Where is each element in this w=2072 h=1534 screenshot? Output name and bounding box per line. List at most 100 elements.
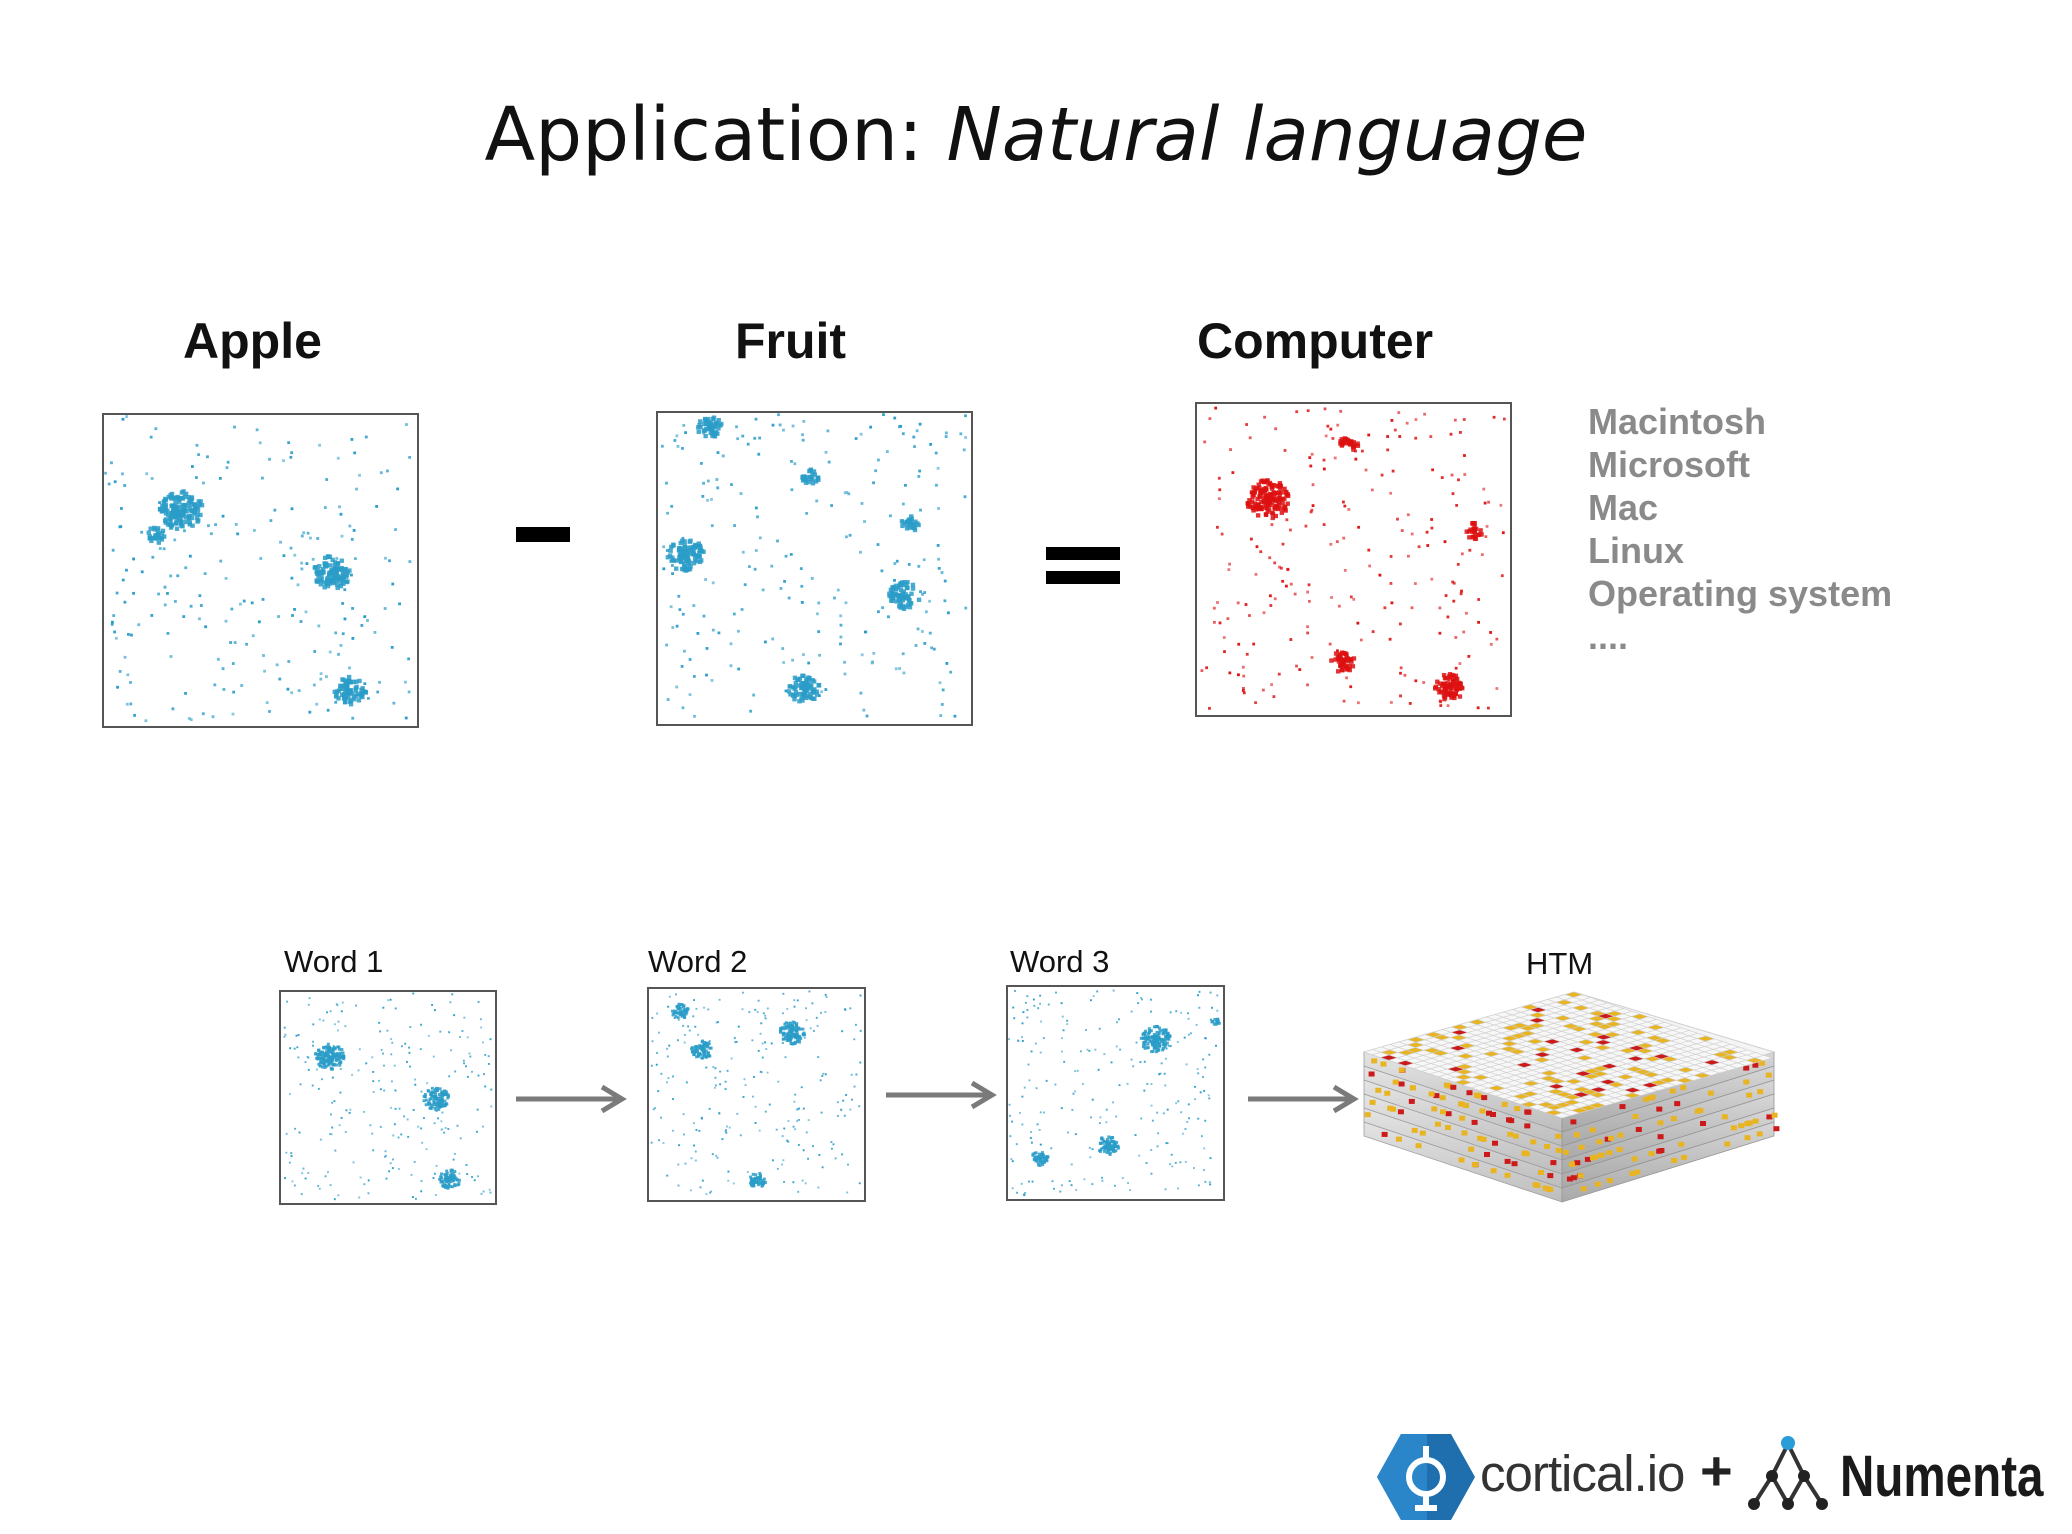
sdr-active-bit <box>433 1089 437 1093</box>
sdr-active-bit <box>405 1060 408 1063</box>
sdr-active-bit <box>1036 1123 1039 1126</box>
sdr-active-bit <box>180 507 185 513</box>
sdr-active-bit <box>696 632 700 635</box>
sdr-active-bit <box>1013 1017 1016 1020</box>
htm-side-cell <box>1450 1084 1457 1090</box>
sdr-active-bit <box>1187 1012 1190 1015</box>
sdr-active-bit <box>378 1079 381 1082</box>
sdr-active-bit <box>352 1161 355 1164</box>
sdr-active-bit <box>904 526 910 531</box>
sdr-active-bit <box>708 1054 712 1058</box>
sdr-active-bit <box>1096 990 1099 993</box>
sdr-active-bit <box>1455 503 1459 507</box>
sdr-active-bit <box>1440 684 1445 689</box>
sdr-active-bit <box>430 1086 434 1090</box>
sdr-active-bit <box>811 1002 814 1005</box>
sdr-active-bit <box>1223 650 1226 654</box>
sdr-active-bit <box>1169 1011 1172 1014</box>
sdr-active-bit <box>462 1059 465 1062</box>
sdr-active-bit <box>727 1170 730 1173</box>
sdr-active-bit <box>189 496 195 501</box>
sdr-active-bit <box>695 1049 699 1053</box>
sdr-active-bit <box>438 1087 442 1091</box>
sdr-active-bit <box>331 1055 335 1058</box>
sdr-active-bit <box>1452 693 1457 699</box>
sdr-active-bit <box>682 1133 685 1136</box>
sdr-active-bit <box>326 1011 329 1014</box>
sdr-active-bit <box>912 527 918 533</box>
sdr-active-bit <box>877 610 880 614</box>
sdr-active-bit <box>408 455 412 459</box>
sdr-active-bit <box>1033 1151 1037 1155</box>
sdr-active-bit <box>1040 1152 1044 1156</box>
sdr-active-bit <box>1241 665 1245 669</box>
sdr-active-bit <box>1261 495 1267 500</box>
sdr-active-bit <box>448 1075 451 1078</box>
sdr-active-bit <box>197 453 200 457</box>
sdr-active-bit <box>339 1068 342 1070</box>
sdr-active-bit <box>792 1034 796 1038</box>
sdr-active-bit <box>692 1052 696 1056</box>
sdr-active-bit <box>964 436 968 439</box>
sdr-active-bit <box>674 1015 678 1019</box>
sdr-active-bit <box>737 667 741 671</box>
sdr-active-bit <box>821 1166 824 1169</box>
sdr-active-bit <box>179 490 185 495</box>
sdr-active-bit <box>1265 509 1270 514</box>
htm-side-cell <box>1408 1098 1415 1104</box>
sdr-active-bit <box>1278 506 1283 511</box>
sdr-active-bit <box>697 543 703 549</box>
sdr-active-bit <box>1187 1033 1190 1036</box>
sdr-active-bit <box>317 1062 321 1066</box>
sdr-active-bit <box>1051 1180 1054 1183</box>
sdr-active-bit <box>764 1017 767 1020</box>
sdr-active-bit <box>1378 573 1382 577</box>
sdr-active-bit <box>715 421 720 426</box>
sdr-active-bit <box>1039 1143 1042 1146</box>
sdr-active-bit <box>1116 1021 1118 1024</box>
sdr-active-bit <box>776 1167 779 1170</box>
cortical-logo-text: cortical.io <box>1480 1445 1685 1502</box>
sdr-active-bit <box>1166 1108 1169 1111</box>
sdr-active-bit <box>1408 702 1412 705</box>
sdr-active-bit <box>1018 1111 1021 1114</box>
sdr-active-bit <box>311 557 315 561</box>
sdr-active-bit <box>793 999 796 1002</box>
sdr-active-bit <box>1265 501 1270 506</box>
sdr-active-bit <box>487 1055 490 1058</box>
sdr-active-bit <box>332 1045 335 1048</box>
logo-plus-sign: + <box>1700 1439 1733 1502</box>
sdr-active-bit <box>677 1011 681 1015</box>
sdr-active-bit <box>1237 642 1241 646</box>
sdr-active-bit <box>1011 1187 1014 1190</box>
sdr-active-bit <box>685 545 690 550</box>
sdr-active-bit <box>1060 1002 1063 1005</box>
sdr-active-bit <box>1400 529 1404 532</box>
sdr-active-bit <box>1483 501 1487 505</box>
sdr-active-bit <box>427 1034 430 1037</box>
sdr-active-bit <box>1195 1023 1198 1026</box>
arrow-right-icon <box>1248 1084 1359 1114</box>
sdr-active-bit <box>786 689 792 694</box>
sdr-active-bit <box>419 1048 422 1051</box>
sdr-active-bit <box>1270 515 1275 521</box>
sdr-active-bit <box>707 1008 710 1011</box>
sdr-active-bit <box>752 693 756 697</box>
sdr-active-bit <box>784 554 788 558</box>
sdr-active-bit <box>1440 476 1444 480</box>
sdr-active-bit <box>313 650 317 653</box>
sdr-active-bit <box>1141 1032 1145 1036</box>
sdr-active-bit <box>421 1141 424 1144</box>
fruit-fingerprint <box>656 411 973 726</box>
sdr-active-bit <box>1207 1094 1210 1097</box>
sdr-active-bit <box>455 1178 459 1182</box>
sdr-active-bit <box>1155 1050 1159 1054</box>
sdr-active-bit <box>133 713 137 717</box>
sdr-active-bit <box>789 1023 793 1027</box>
sdr-active-bit <box>440 1091 444 1095</box>
sdr-active-bit <box>1142 1042 1146 1046</box>
sdr-active-bit <box>1177 1100 1180 1103</box>
sdr-active-bit <box>1145 1162 1148 1164</box>
sdr-active-bit <box>152 527 157 532</box>
sdr-active-bit <box>799 695 804 701</box>
